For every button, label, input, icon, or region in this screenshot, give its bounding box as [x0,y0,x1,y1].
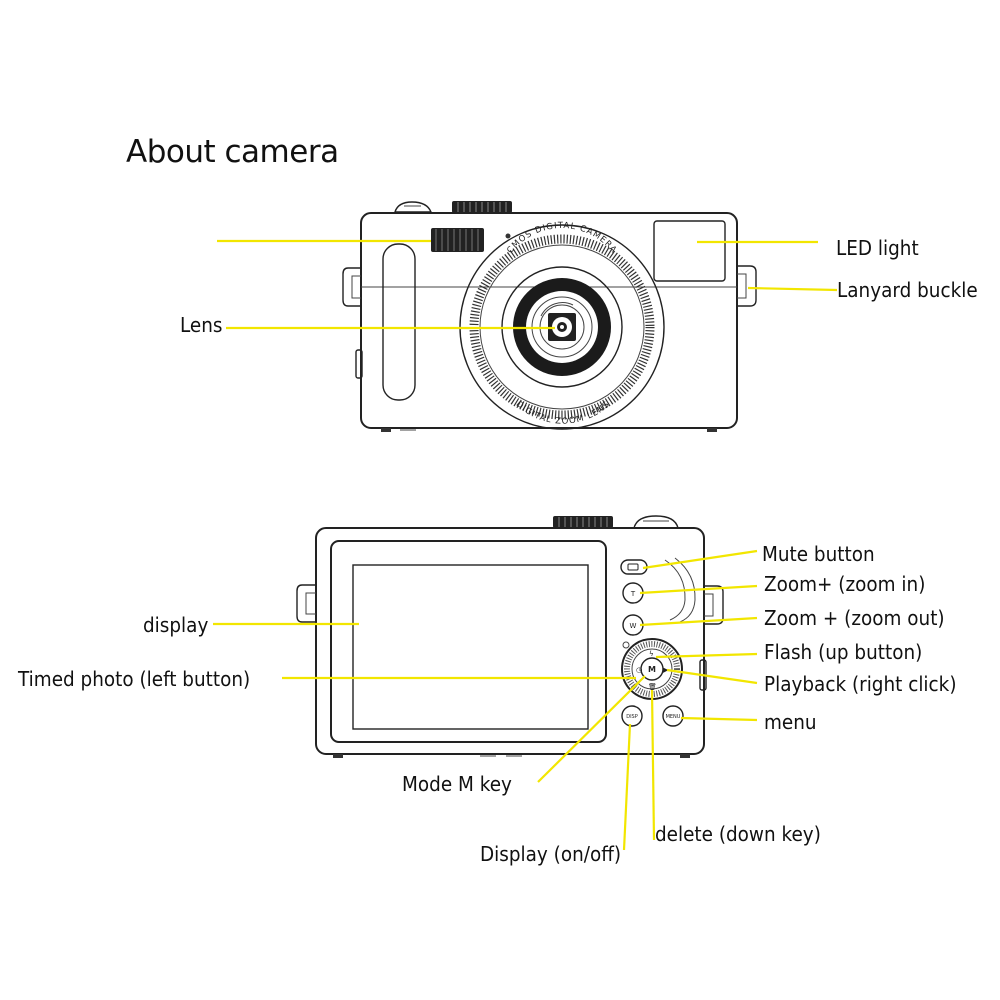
side-clip-icon [355,349,363,379]
menu-label: menu [764,710,817,734]
flash-icon: ϟ [649,650,654,658]
display-bezel [330,540,607,743]
camera-back: T W ◷ ϟ ▶ 🗑 M DISP MENU [296,515,724,758]
zoom-out-leader [639,616,758,627]
timer-icon: ◷ [636,666,643,674]
lens-label: Lens [180,313,223,337]
front-leaders [217,239,838,330]
flash-btn-leader [655,652,758,659]
mode-leader [537,675,646,783]
svg-text:DISP: DISP [626,714,638,720]
delete-leader [650,689,656,841]
menu-leader [680,716,758,722]
mute-button-label: Mute button [762,542,875,566]
lanyard-buckle-right-icon [737,265,757,307]
page-title: About camera [126,134,339,170]
mode-m-button[interactable]: M [640,657,664,681]
lanyard-buckle-left-icon [342,267,361,307]
mute-leader [642,549,758,570]
display-onoff-label: Display (on/off) [480,842,622,866]
svg-text:MENU: MENU [666,714,681,720]
disp-leader [622,723,632,851]
playback-icon: ▶ [663,666,669,674]
display-label: display [143,613,209,637]
led-light-window [653,220,726,282]
svg-text:W: W [630,622,637,630]
delete-label: delete (down key) [655,822,821,846]
svg-text:T: T [630,590,636,598]
lanyard-leader [747,286,838,292]
menu-button[interactable]: MENU [662,705,684,727]
back-lanyard-left-icon [296,584,316,623]
playback-label: Playback (right click) [764,672,957,696]
back-lanyard-right-icon [704,585,724,625]
led-light-label: LED light [836,236,919,260]
timed-photo-label: Timed photo (left button) [18,667,251,691]
lens-assembly: CMOS DIGITAL CAMERA DIGITAL ZOOM LENS [459,221,665,430]
top-mode-dial [394,201,433,213]
zoom-in-leader [639,584,758,595]
delete-icon: 🗑 [648,682,657,691]
lanyard-buckle-label: Lanyard buckle [837,278,978,302]
back-leaders [213,549,758,851]
playback-leader [666,668,758,685]
zoom-in-label: Zoom+ (zoom in) [764,572,926,596]
svg-text:M: M [648,665,656,674]
camera-front: CMOS DIGITAL CAMERA DIGITAL ZOOM LENS [342,201,757,432]
back-body [315,527,705,755]
flash-window [431,228,484,252]
disp-button[interactable]: DISP [621,705,643,727]
zoom-out-label: Zoom + (zoom out) [764,606,945,630]
flash-up-label: Flash (up button) [764,640,923,664]
mode-m-label: Mode M key [402,772,512,796]
display-screen [352,564,589,730]
front-grip [382,243,416,401]
